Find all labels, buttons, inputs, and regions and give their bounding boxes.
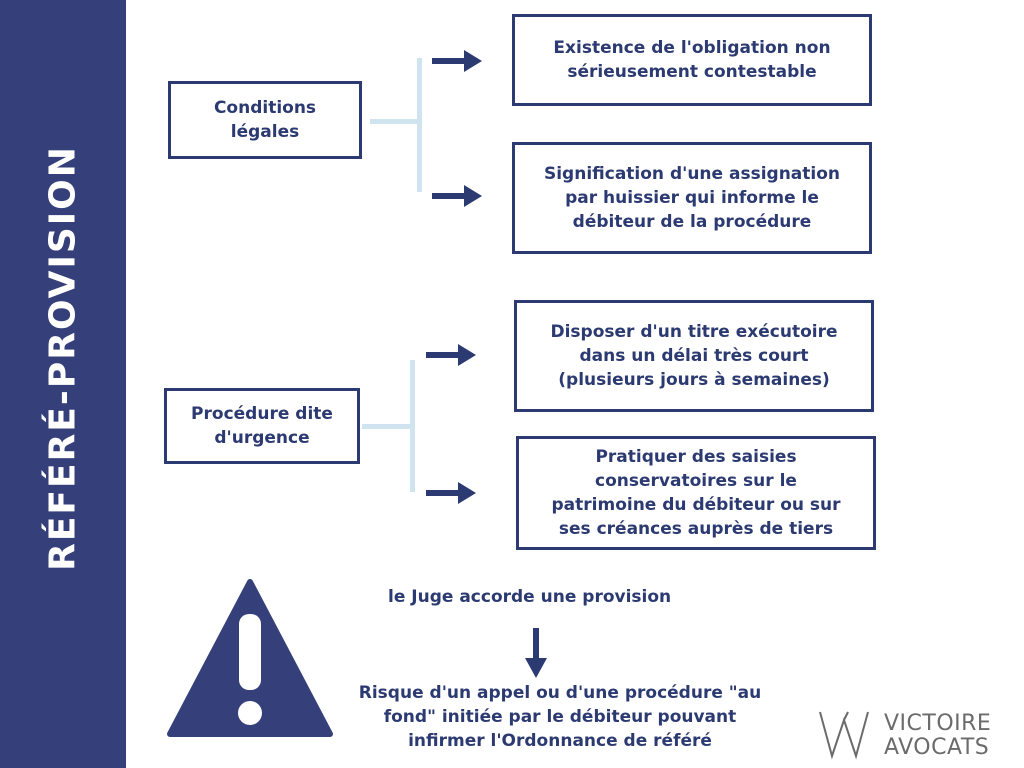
- logo-mark-icon: [819, 711, 869, 760]
- logo-line: VICTOIRE: [884, 711, 992, 736]
- arrow-right-icon: [426, 344, 476, 366]
- arrow-down-icon: [525, 628, 547, 678]
- box-line: débiteur de la procédure: [572, 212, 812, 232]
- box-line: ses créances auprès de tiers: [558, 519, 834, 539]
- box-line: Procédure dite: [191, 404, 333, 424]
- titre-executoire-box: Disposer d'un titre exécutoire dans un d…: [514, 300, 874, 412]
- logo-text: VICTOIRE AVOCATS: [884, 712, 991, 760]
- signification-box: Signification d'une assignation par huis…: [512, 142, 872, 254]
- logo-line: AVOCATS: [884, 735, 990, 760]
- connector-horizontal: [370, 119, 420, 124]
- risk-line: infirmer l'Ordonnance de référé: [408, 731, 712, 751]
- connector-horizontal: [362, 424, 412, 429]
- box-line: sérieusement contestable: [567, 62, 817, 82]
- box-line: Pratiquer des saisies: [595, 447, 797, 467]
- box-line: légales: [230, 122, 300, 142]
- arrow-right-icon: [432, 50, 482, 72]
- connector-vertical: [417, 58, 422, 192]
- risk-line: Risque d'un appel ou d'une procédure "au: [358, 683, 762, 703]
- box-line: Signification d'une assignation: [543, 164, 840, 184]
- box-line: Disposer d'un titre exécutoire: [550, 322, 838, 342]
- box-line: Conditions: [213, 98, 317, 118]
- sidebar-title: RÉFÉRÉ-PROVISION: [42, 145, 84, 571]
- box-line: (plusieurs jours à semaines): [558, 370, 830, 390]
- procedure-urgence-box: Procédure dite d'urgence: [164, 388, 360, 464]
- arrow-right-icon: [432, 185, 482, 207]
- risk-text: Risque d'un appel ou d'une procédure "au…: [310, 681, 810, 753]
- connector-vertical: [410, 360, 415, 492]
- risk-line: fond" initiée par le débiteur pouvant: [383, 707, 737, 727]
- box-line: dans un délai très court: [579, 346, 809, 366]
- conditions-legales-box: Conditions légales: [168, 81, 362, 159]
- box-line: conservatoires sur le: [595, 471, 797, 491]
- obligation-box: Existence de l'obligation non sérieuseme…: [512, 14, 872, 106]
- box-line: patrimoine du débiteur ou sur: [551, 495, 841, 515]
- sidebar: RÉFÉRÉ-PROVISION: [0, 0, 126, 768]
- saisies-box: Pratiquer des saisies conservatoires sur…: [516, 436, 876, 550]
- arrow-right-icon: [426, 482, 476, 504]
- decision-text: le Juge accorde une provision: [388, 587, 672, 607]
- box-line: Existence de l'obligation non: [553, 38, 831, 58]
- warning-icon: [167, 579, 333, 737]
- box-line: par huissier qui informe le: [565, 188, 819, 208]
- box-line: d'urgence: [214, 428, 310, 448]
